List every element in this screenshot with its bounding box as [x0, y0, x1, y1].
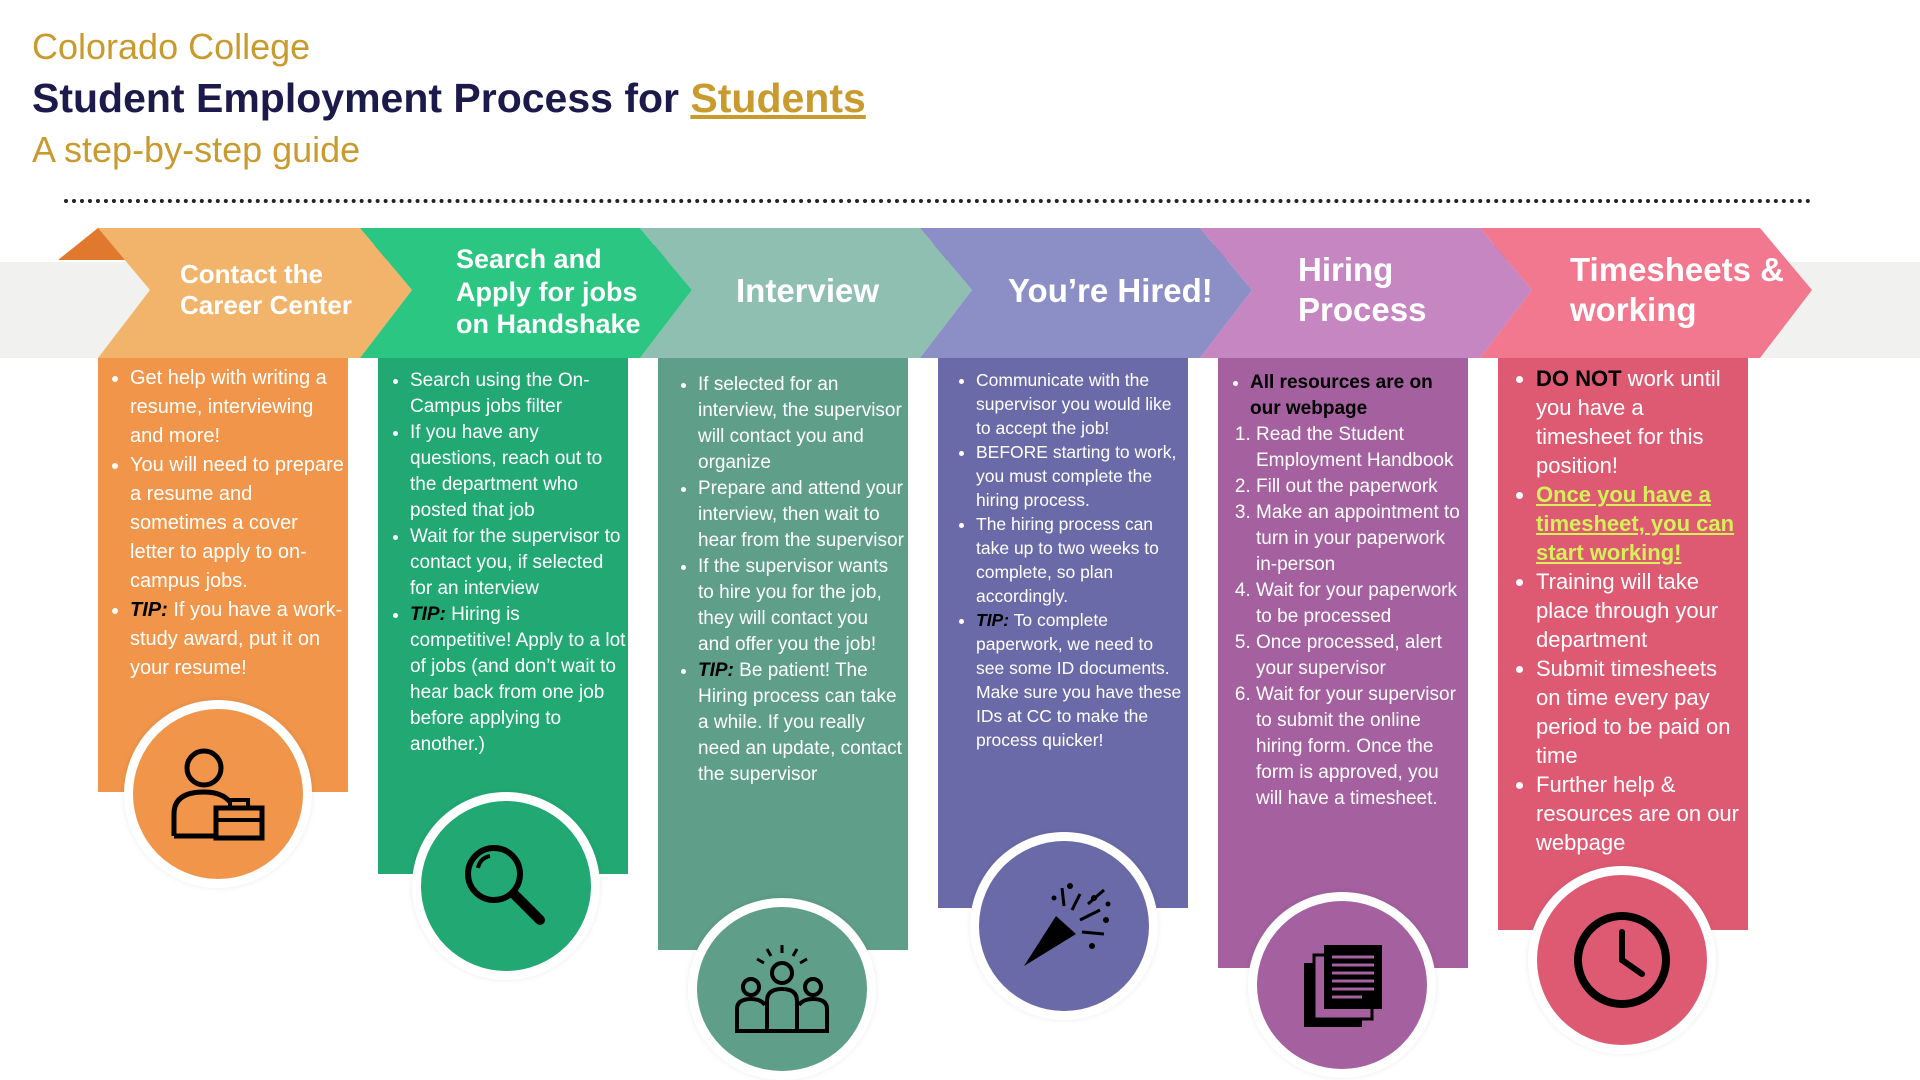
step-1-icon-circle: [124, 700, 312, 888]
step-2-item: If you have any questions, reach out to …: [410, 420, 626, 524]
step-6-icon-circle: [1528, 866, 1716, 1054]
step-3-item: If the supervisor wants to hire you for …: [698, 554, 904, 658]
tip-label: TIP:: [976, 610, 1010, 630]
tip-text: If you have a work-study award, put it o…: [130, 599, 343, 679]
step-6-item: Submit timesheets on time every pay peri…: [1536, 654, 1744, 770]
step-4-body: Communicate with the supervisor you woul…: [938, 358, 1188, 908]
step-6-chevron: [1480, 228, 1812, 358]
step-1-title: Contact the Career Center: [180, 258, 352, 320]
step-3-body: If selected for an interview, the superv…: [658, 358, 908, 950]
title-prefix: Student Employment Process for: [32, 75, 691, 121]
step-4-icon-circle: [970, 832, 1158, 1020]
step-2-chevron: [360, 228, 692, 358]
step-3-title: Interview: [736, 272, 880, 310]
step-1-tip: TIP: If you have a work-study award, put…: [130, 596, 344, 683]
step-2-item: Wait for the supervisor to contact you, …: [410, 524, 626, 602]
tip-text: Hiring is competitive! Apply to a lot of…: [410, 604, 626, 755]
step-4-item: The hiring process can take up to two we…: [976, 512, 1184, 608]
step-4-tip: TIP: To complete paperwork, we need to s…: [976, 608, 1184, 752]
step-6-title: Timesheets & working: [1570, 251, 1784, 328]
step-5-title: Hiring Process: [1298, 251, 1427, 328]
step-3-chevron: [640, 228, 972, 358]
step-5-numbered-item: Read the Student Employment Handbook: [1256, 422, 1464, 474]
step-3-item: Prepare and attend your interview, then …: [698, 476, 904, 554]
tip-label: TIP:: [410, 604, 446, 625]
step-4-item: Communicate with the supervisor you woul…: [976, 368, 1184, 440]
step-3-icon-circle: [688, 898, 876, 1080]
step-5-icon-circle: [1248, 892, 1436, 1078]
step-4-item: BEFORE starting to work, you must comple…: [976, 440, 1184, 512]
step-5-lead: All resources are on our webpage: [1250, 370, 1464, 422]
tip-label: TIP:: [698, 660, 734, 681]
step-2-title: Search and Apply for jobs on Handshake: [456, 244, 641, 340]
step-2-item: Search using the On-Campus jobs filter: [410, 368, 626, 420]
step-5-numbered-item: Wait for your supervisor to submit the o…: [1256, 682, 1464, 812]
step-2-body: Search using the On-Campus jobs filter I…: [378, 358, 628, 874]
page-title: Student Employment Process for Students: [32, 70, 866, 126]
step-6-item: Training will take place through your de…: [1536, 567, 1744, 654]
step-5-numbered-item: Fill out the paperwork: [1256, 474, 1464, 500]
step-5-numbered-item: Wait for your paperwork to be processed: [1256, 578, 1464, 630]
tip-text: Be patient! The Hiring process can take …: [698, 660, 902, 785]
step-6-item: Further help & resources are on our webp…: [1536, 770, 1744, 857]
step-3-item: If selected for an interview, the superv…: [698, 372, 904, 476]
documents-icon: [1304, 945, 1382, 1027]
step-1-body: Get help with writing a resume, intervie…: [98, 358, 348, 792]
step-2-tip: TIP: Hiring is competitive! Apply to a l…: [410, 602, 626, 758]
header: Colorado College Student Employment Proc…: [32, 24, 866, 174]
start-working-highlight: Once you have a timesheet, you can start…: [1536, 482, 1735, 565]
students-link[interactable]: Students: [690, 75, 866, 121]
college-name: Colorado College: [32, 26, 311, 67]
dotted-divider: [64, 199, 1812, 203]
step-1-item: Get help with writing a resume, intervie…: [130, 364, 344, 451]
step-1-chevron: [98, 228, 412, 358]
tip-label: TIP:: [130, 599, 168, 621]
step-2-icon-circle: [412, 792, 600, 980]
person-briefcase-icon: [171, 748, 265, 841]
step-6-highlight: Once you have a timesheet, you can start…: [1536, 480, 1744, 567]
tip-text: To complete paperwork, we need to see so…: [976, 610, 1182, 750]
search-icon: [465, 845, 545, 925]
step-5-numbered-item: Once processed, alert your supervisor: [1256, 630, 1464, 682]
page-subtitle: A step-by-step guide: [32, 129, 361, 170]
clock-icon: [1574, 912, 1670, 1008]
step-1-item: You will need to prepare a resume and so…: [130, 451, 344, 596]
step-5-body: All resources are on our webpage Read th…: [1218, 358, 1468, 968]
step-4-chevron: [920, 228, 1252, 358]
step-5-numbered-item: Make an appointment to turn in your pape…: [1256, 500, 1464, 578]
step-6-body: DO NOT work until you have a timesheet f…: [1498, 358, 1748, 930]
do-not-text: DO NOT: [1536, 366, 1622, 391]
party-popper-icon: [1024, 883, 1111, 966]
group-icon: [735, 945, 829, 1033]
step-4-title: You’re Hired!: [1008, 272, 1213, 310]
step-5-chevron: [1200, 228, 1532, 358]
step-6-warning: DO NOT work until you have a timesheet f…: [1536, 364, 1744, 480]
warning-rest: work until you have a timesheet for this…: [1536, 366, 1721, 478]
step-3-tip: TIP: Be patient! The Hiring process can …: [698, 658, 904, 788]
resources-note: All resources are on our webpage: [1250, 372, 1433, 419]
